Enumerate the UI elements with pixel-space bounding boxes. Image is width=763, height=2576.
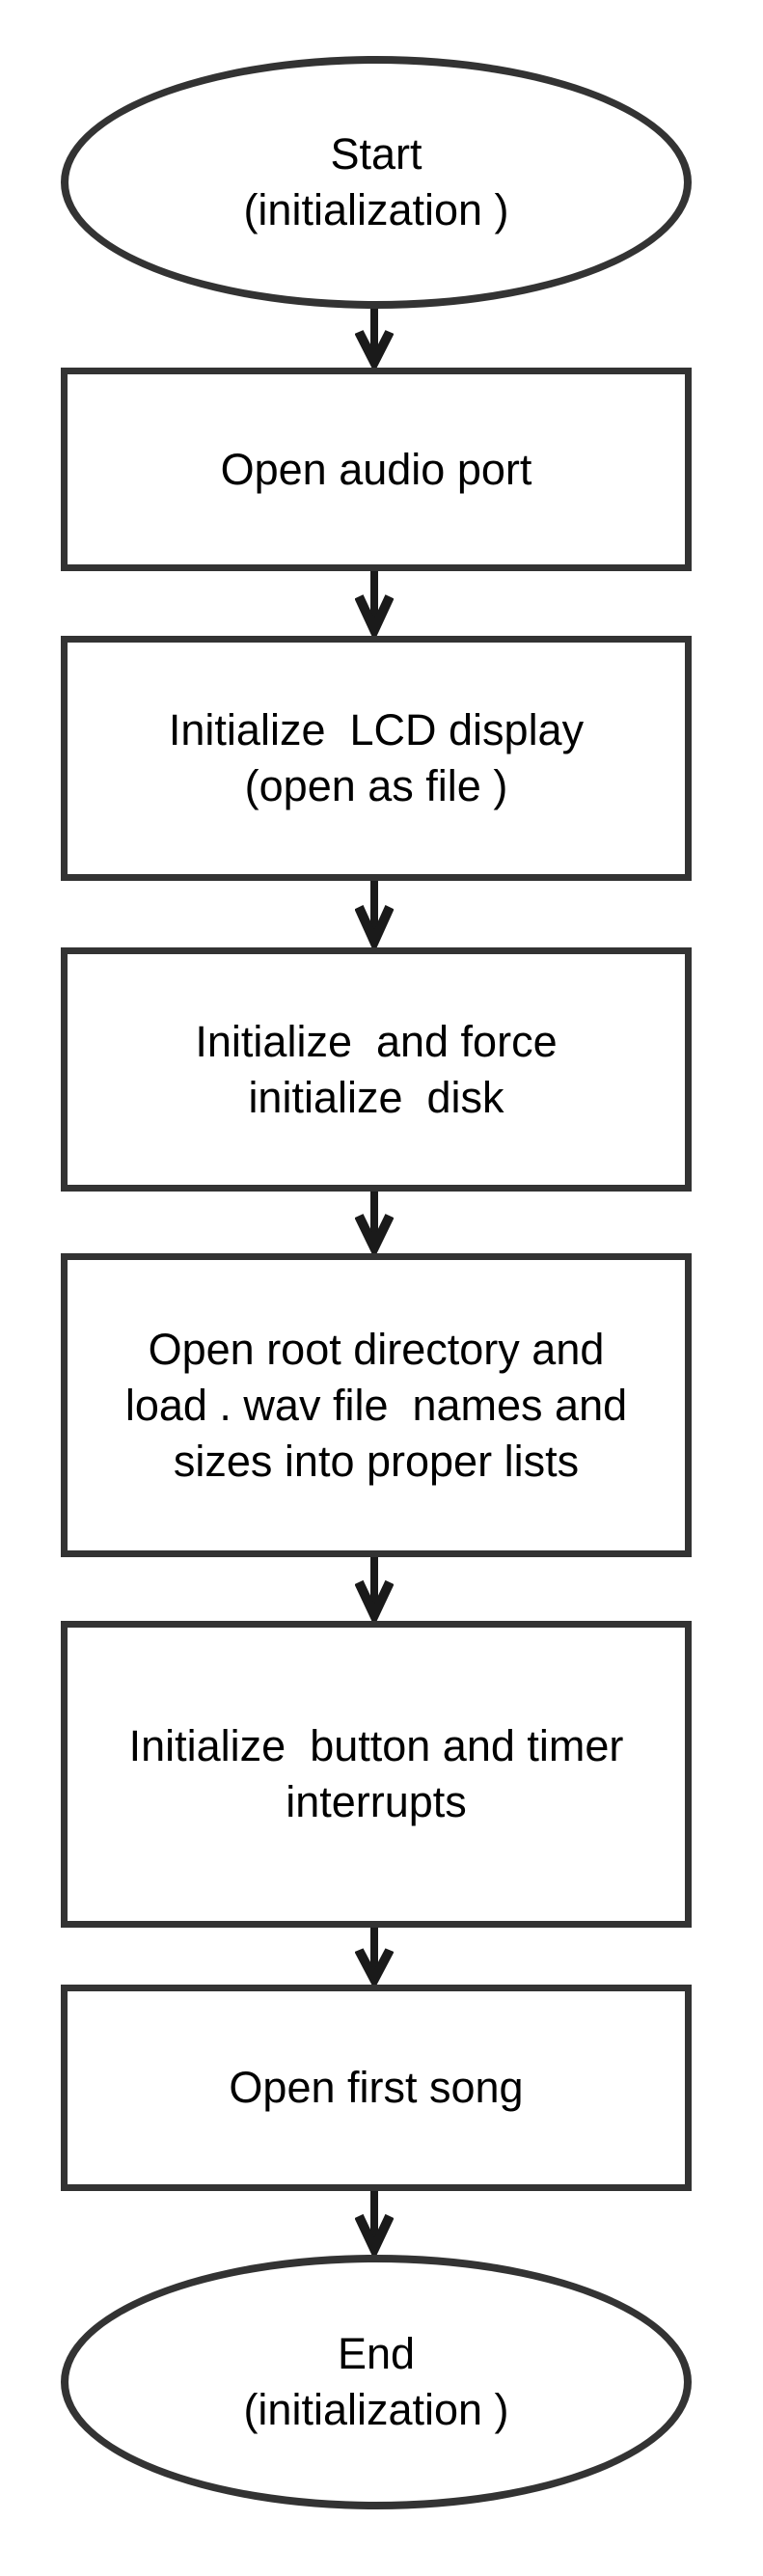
node-label-line: End bbox=[337, 2329, 416, 2378]
down-arrow-icon bbox=[355, 881, 394, 947]
node-label-line: Initialize LCD display bbox=[168, 705, 585, 754]
node-label-line: Open first song bbox=[229, 2063, 524, 2112]
down-arrow-icon bbox=[355, 571, 394, 636]
node-label-line: Initialize and force bbox=[195, 1016, 558, 1066]
node-init-lcd-display-label: Initialize LCD display (open as file ) bbox=[169, 702, 584, 814]
down-arrow-icon bbox=[355, 1192, 394, 1253]
node-open-audio-port: Open audio port bbox=[61, 368, 692, 571]
node-open-first-song-label: Open first song bbox=[229, 2060, 523, 2116]
node-label-line: Open root directory and bbox=[148, 1324, 605, 1374]
node-init-interrupts-label: Initialize button and timer interrupts bbox=[129, 1718, 624, 1830]
flow-arrow-1 bbox=[355, 309, 394, 368]
node-label-line: (initialization ) bbox=[243, 2385, 509, 2434]
node-start: Start (initialization ) bbox=[61, 56, 692, 309]
node-label-line: interrupts bbox=[286, 1777, 467, 1826]
node-label-line: load . wav file names and bbox=[124, 1380, 628, 1430]
node-open-first-song: Open first song bbox=[61, 1985, 692, 2191]
flow-arrow-6 bbox=[355, 1928, 394, 1985]
down-arrow-icon bbox=[355, 2191, 394, 2255]
down-arrow-icon bbox=[355, 309, 394, 368]
node-open-audio-port-label: Open audio port bbox=[221, 442, 532, 498]
node-start-label: Start (initialization ) bbox=[243, 126, 508, 238]
node-end: End (initialization ) bbox=[61, 2255, 692, 2509]
down-arrow-icon bbox=[355, 1928, 394, 1985]
node-label-line: (initialization ) bbox=[243, 185, 509, 234]
down-arrow-icon bbox=[355, 1557, 394, 1621]
node-label-line: Initialize button and timer bbox=[128, 1721, 624, 1770]
node-open-root-dir-label: Open root directory and load . wav file … bbox=[125, 1322, 627, 1490]
flow-arrow-2 bbox=[355, 571, 394, 636]
node-label-line: Start bbox=[330, 129, 422, 178]
node-label-line: (open as file ) bbox=[244, 761, 508, 810]
node-label-line: sizes into proper lists bbox=[173, 1436, 580, 1486]
node-open-root-dir: Open root directory and load . wav file … bbox=[61, 1253, 692, 1557]
node-label-line: Open audio port bbox=[220, 444, 532, 494]
node-label-line: initialize disk bbox=[248, 1072, 504, 1122]
node-end-label: End (initialization ) bbox=[243, 2326, 508, 2438]
node-init-lcd-display: Initialize LCD display (open as file ) bbox=[61, 636, 692, 881]
flow-arrow-3 bbox=[355, 881, 394, 947]
node-init-interrupts: Initialize button and timer interrupts bbox=[61, 1621, 692, 1928]
node-init-disk: Initialize and force initialize disk bbox=[61, 947, 692, 1192]
flow-arrow-7 bbox=[355, 2191, 394, 2255]
flow-arrow-4 bbox=[355, 1192, 394, 1253]
flow-arrow-5 bbox=[355, 1557, 394, 1621]
node-init-disk-label: Initialize and force initialize disk bbox=[195, 1014, 557, 1126]
